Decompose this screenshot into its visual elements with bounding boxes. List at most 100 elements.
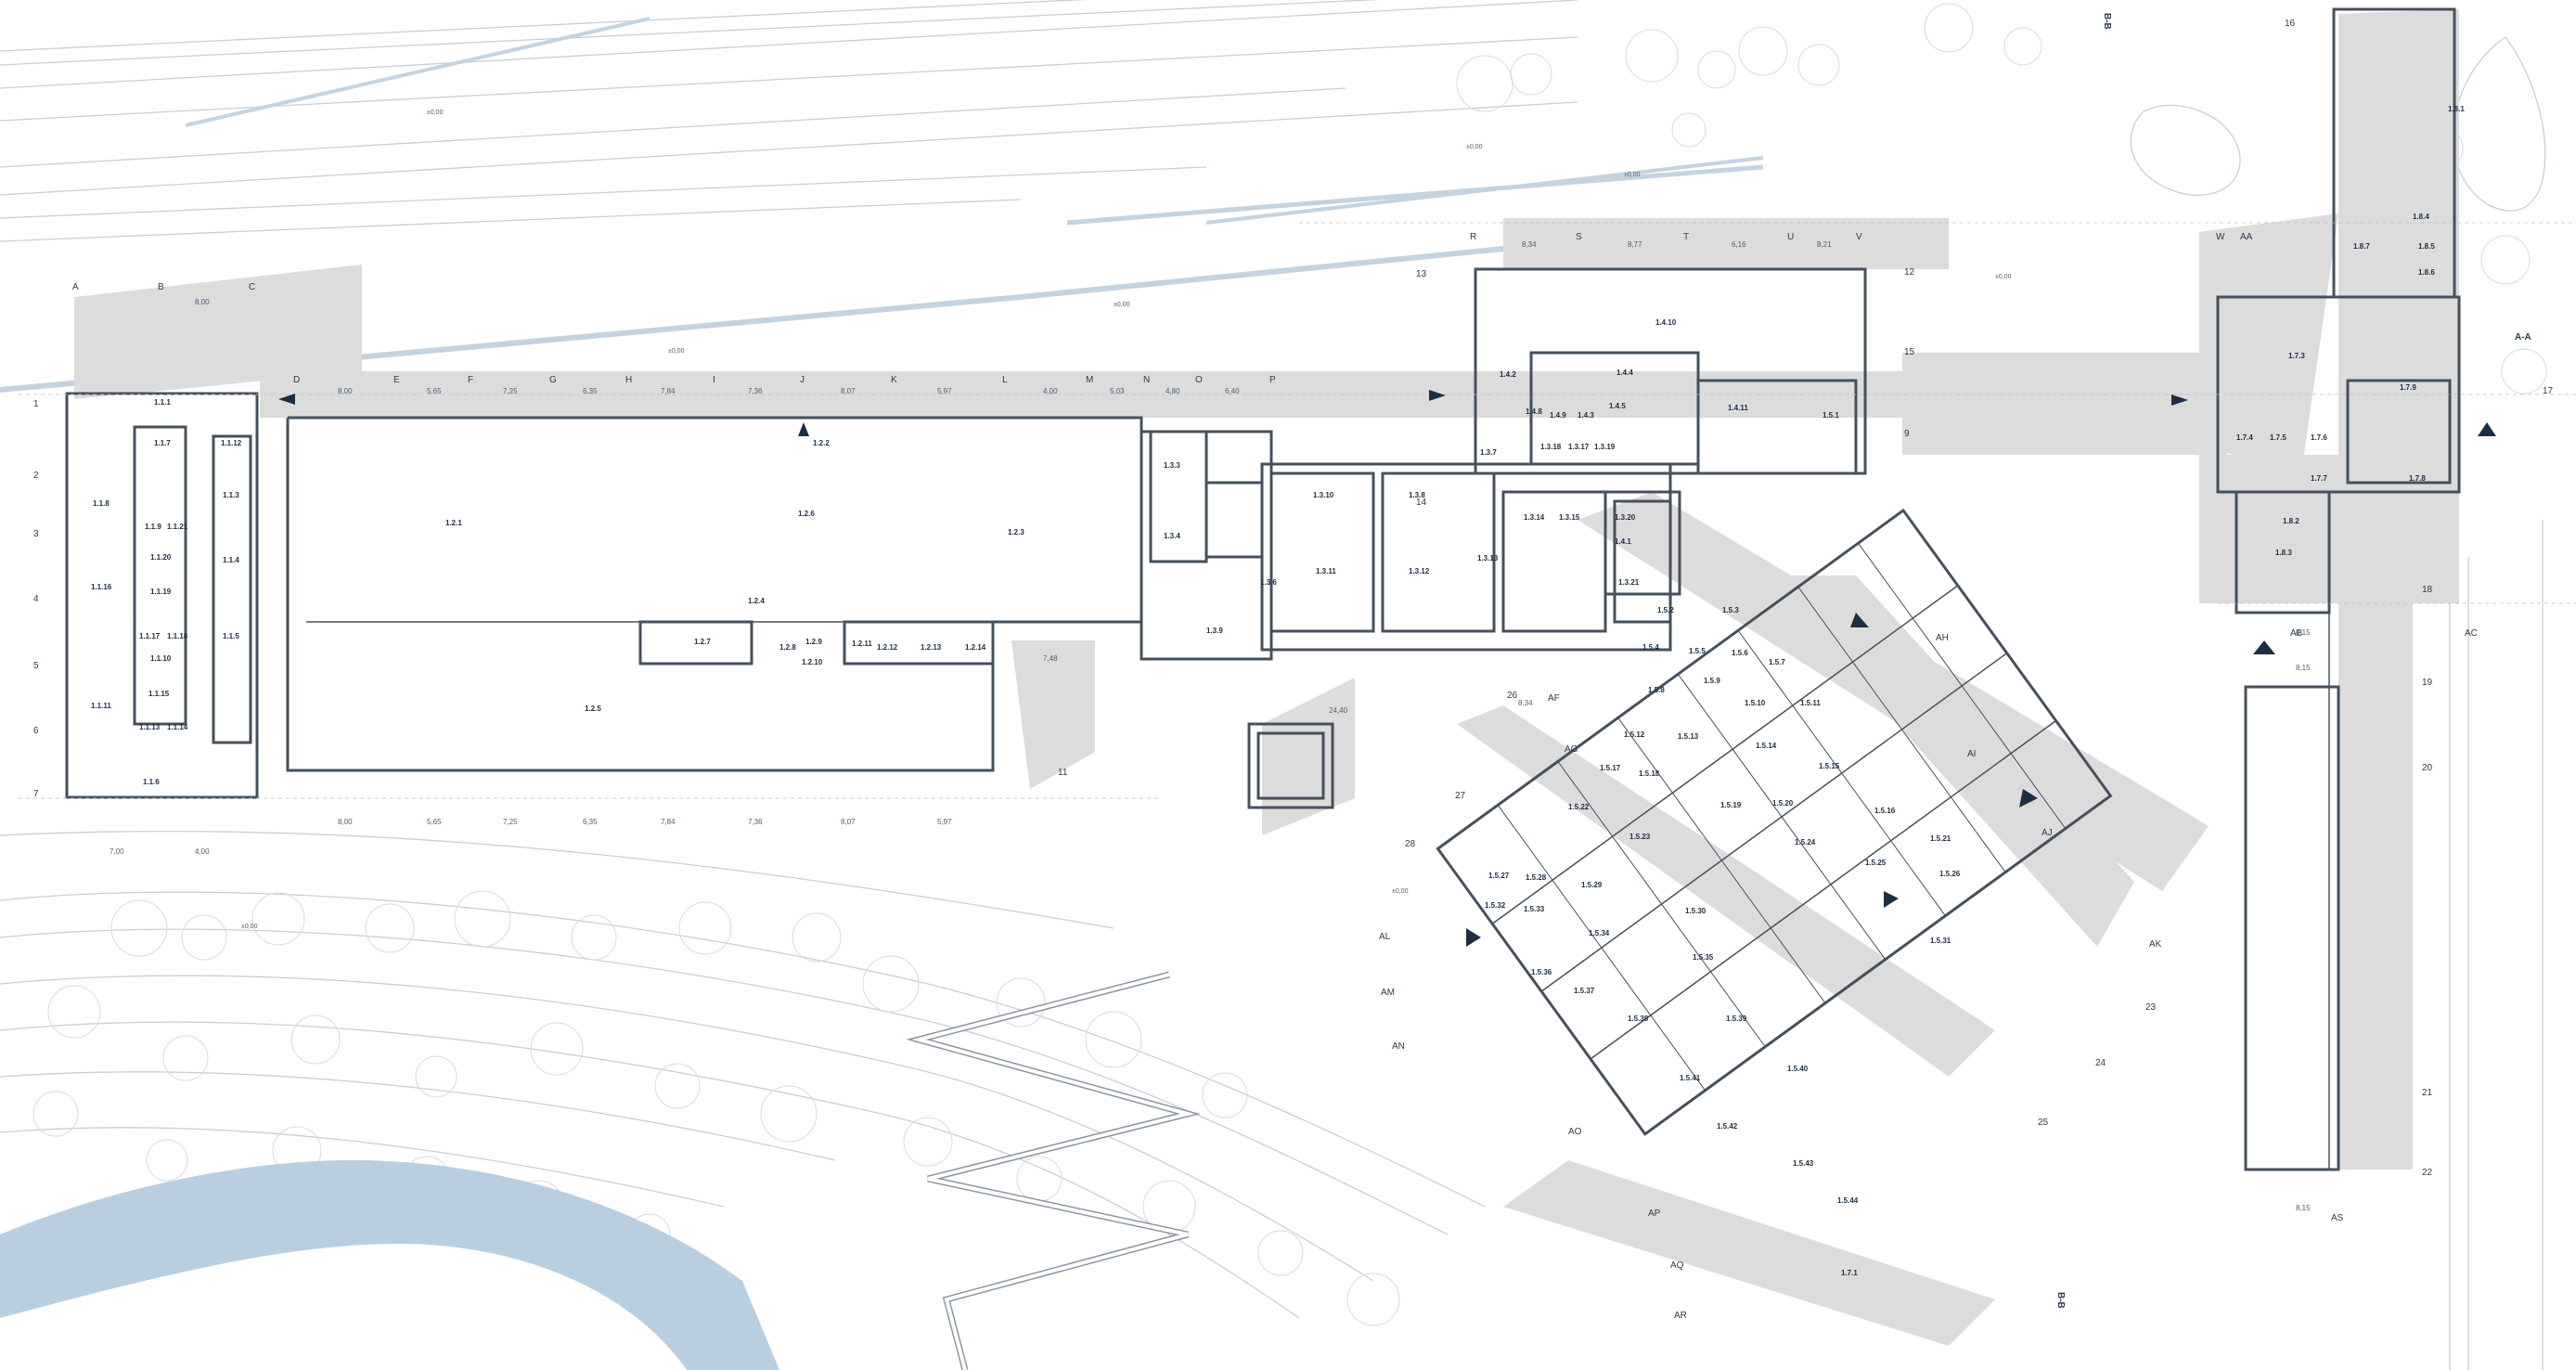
room-label: 1.8.7 <box>2353 242 2370 251</box>
room-label: 1.4.5 <box>1609 402 1626 410</box>
section-arrows <box>278 390 2496 947</box>
row-label-26: 26 <box>1507 691 1518 701</box>
grid-label-j: J <box>800 375 805 385</box>
room-label: 1.8.5 <box>2418 242 2435 251</box>
row-label-14: 14 <box>1416 498 1427 508</box>
dimension-label: 4,00 <box>195 847 210 856</box>
room-label: 1.5.5 <box>1689 647 1706 655</box>
grid-label-ak: AK <box>2149 939 2162 950</box>
grid-label-af: AF <box>1548 693 1560 704</box>
grid-label-ac: AC <box>2465 628 2478 639</box>
room-label: 1.7.5 <box>2270 433 2286 442</box>
grid-label-m: M <box>1086 375 1093 385</box>
room-label: 1.5.1 <box>1823 411 1839 420</box>
room-label: 1.3.18 <box>1540 443 1562 451</box>
dimension-label: 24,40 <box>1329 706 1348 715</box>
building-walls <box>65 7 2461 1171</box>
room-label: 1.5.20 <box>1772 799 1794 808</box>
room-label: 1.2.3 <box>1008 528 1024 536</box>
room-label: 1.2.4 <box>748 597 765 605</box>
dimension-label: 6,16 <box>1732 240 1746 249</box>
room-label: 1.1.3 <box>223 491 239 499</box>
room-label: 1.5.43 <box>1793 1159 1814 1168</box>
room-label: 1.5.28 <box>1526 873 1547 882</box>
row-label-17: 17 <box>2543 386 2554 396</box>
row-label-4: 4 <box>33 594 39 604</box>
grid-label-v: V <box>1856 232 1862 242</box>
row-label-20: 20 <box>2422 763 2433 773</box>
room-label: 1.1.17 <box>139 632 161 640</box>
room-label: 1.5.17 <box>1600 764 1621 772</box>
dimension-label: 4,00 <box>1043 387 1058 395</box>
room-label: 1.7.3 <box>2288 352 2305 360</box>
section-label-bb-bottom: B-B <box>2055 1292 2066 1309</box>
room-label: 1.2.6 <box>798 510 815 518</box>
dimension-label: 8,77 <box>1628 240 1642 249</box>
room-label: 1.1.4 <box>223 556 239 564</box>
room-label: 1.7.1 <box>1841 1269 1858 1277</box>
dimension-label: 5,65 <box>427 818 442 826</box>
grid-label-ao: AO <box>1568 1127 1582 1137</box>
room-label: 1.2.5 <box>585 704 601 713</box>
row-label-5: 5 <box>33 661 39 671</box>
room-label: 1.1.6 <box>143 778 160 786</box>
room-label: 1.8.4 <box>2413 213 2429 221</box>
room-label: 1.3.17 <box>1568 443 1590 451</box>
room-label: 1.5.16 <box>1874 807 1896 815</box>
room-label: 1.5.30 <box>1685 907 1707 915</box>
dimension-label: 8,15 <box>2296 628 2311 637</box>
grid-label-ap: AP <box>1648 1208 1661 1219</box>
room-label: 1.4.2 <box>1500 370 1516 379</box>
room-label: 1.5.35 <box>1693 953 1714 962</box>
dimension-label: 7,00 <box>109 847 124 856</box>
grid-label-f: F <box>468 375 473 385</box>
room-label: 1.3.12 <box>1409 567 1430 575</box>
level-label: ±0,00 <box>1114 302 1130 308</box>
room-label: 1.2.10 <box>802 658 823 666</box>
room-label: 1.5.6 <box>1732 649 1748 657</box>
room-label: 1.5.36 <box>1531 968 1552 976</box>
room-label: 1.5.38 <box>1628 1015 1649 1023</box>
dimension-label: 7,84 <box>661 818 676 826</box>
grid-label-o: O <box>1195 375 1203 385</box>
room-label: 1.4.3 <box>1578 411 1594 420</box>
grid-label-as: AS <box>2331 1213 2344 1223</box>
level-label: ±0,00 <box>1624 172 1641 178</box>
grid-label-h: H <box>625 375 632 385</box>
room-label: 1.1.11 <box>91 702 111 710</box>
room-label: 1.5.25 <box>1865 859 1887 867</box>
room-label: 1.8.1 <box>2448 105 2465 113</box>
room-label: 1.4.10 <box>1655 318 1677 327</box>
dimension-label: 5,97 <box>937 818 952 826</box>
row-label-2: 2 <box>33 471 39 481</box>
row-label-13: 13 <box>1416 269 1427 279</box>
room-label: 1.5.22 <box>1568 803 1590 811</box>
row-label-27: 27 <box>1455 791 1466 801</box>
grid-label-n: N <box>1143 375 1150 385</box>
grid-label-ag: AG <box>1565 744 1578 755</box>
room-label: 1.1.10 <box>150 654 172 663</box>
room-label: 1.5.12 <box>1624 730 1645 739</box>
grid-label-am: AM <box>1381 988 1395 998</box>
room-label: 1.5.4 <box>1642 643 1659 652</box>
room-label: 1.5.9 <box>1704 677 1720 685</box>
room-label: 1.3.9 <box>1206 627 1223 635</box>
row-label-22: 22 <box>2422 1168 2433 1178</box>
room-label: 1.8.3 <box>2275 549 2292 557</box>
dimension-label: 7,36 <box>748 818 763 826</box>
room-label: 1.3.7 <box>1480 448 1497 457</box>
room-label: 1.3.15 <box>1559 513 1580 522</box>
room-label: 1.1.18 <box>167 632 188 640</box>
room-label: 1.3.8 <box>1409 491 1425 499</box>
room-label: 1.5.2 <box>1657 606 1674 614</box>
row-label-11: 11 <box>1058 768 1068 778</box>
level-label: ±0,00 <box>1995 274 2012 280</box>
room-label: 1.1.7 <box>154 439 171 447</box>
room-label: 1.5.33 <box>1524 905 1545 913</box>
room-label: 1.5.14 <box>1756 742 1777 750</box>
section-label-bb-top: B-B <box>2102 13 2112 30</box>
row-label-6: 6 <box>33 726 39 736</box>
level-label: ±0,00 <box>427 110 444 116</box>
room-label: 1.4.4 <box>1616 368 1633 377</box>
